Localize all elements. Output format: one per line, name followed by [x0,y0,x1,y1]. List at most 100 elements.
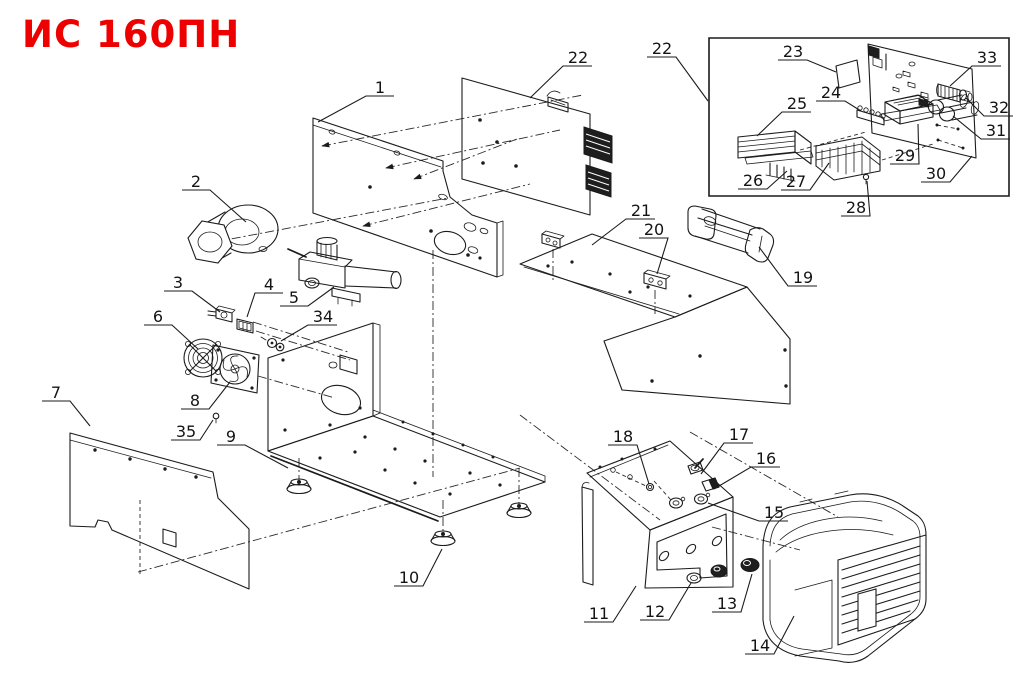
label-23: 23 [778,42,836,72]
svg-text:33: 33 [977,48,997,67]
part-19-handle [688,206,774,262]
svg-text:15: 15 [764,503,784,522]
svg-text:35: 35 [176,422,196,441]
label-22-inset: 22 [647,39,708,101]
svg-text:21: 21 [631,201,651,220]
part-1-inner-panel [313,118,503,277]
part-3-switch [208,306,235,322]
part-7-side-cover [70,433,249,589]
label-1: 1 [318,78,394,122]
svg-text:14: 14 [750,636,770,655]
svg-text:22: 22 [652,39,672,58]
label-6: 6 [144,307,198,349]
svg-text:10: 10 [399,568,419,587]
part-27-heatsink [816,137,880,180]
svg-text:2: 2 [191,172,201,191]
label-15: 15 [708,503,788,522]
label-12: 12 [640,583,691,621]
label-25: 25 [757,94,811,136]
part-28-screw [863,174,868,184]
label-29: 29 [890,124,919,165]
part-34-clip [261,337,284,351]
label-9: 9 [217,427,288,468]
svg-text:26: 26 [743,171,763,190]
label-11: 11 [584,586,636,623]
svg-text:12: 12 [645,602,665,621]
svg-text:24: 24 [821,83,841,102]
label-30: 30 [921,156,972,183]
part-14-front-bezel [763,491,926,662]
label-8: 8 [181,382,230,410]
part-2-duct-flange [188,205,278,263]
svg-text:22: 22 [568,48,588,67]
label-34: 34 [281,307,337,341]
part-10-foot [431,531,455,546]
svg-text:5: 5 [289,288,299,307]
label-22-main: 22 [530,48,592,98]
label-14: 14 [745,616,794,655]
svg-text:27: 27 [786,172,806,191]
label-20: 20 [639,220,668,274]
part-31-capacitors [929,94,981,121]
svg-text:31: 31 [986,121,1006,140]
svg-text:13: 13 [717,594,737,613]
label-21: 21 [592,201,655,245]
svg-text:29: 29 [895,146,915,165]
label-10: 10 [394,549,442,587]
svg-text:11: 11 [589,604,609,623]
part-8-fan [211,345,259,393]
part-17-toggle-switch [688,459,703,474]
part-13-output-connectors [711,559,759,578]
svg-text:8: 8 [190,391,200,410]
part-15-panel-connectors [670,493,710,508]
svg-text:4: 4 [264,275,274,294]
part-25-heatsink [738,131,813,164]
label-33: 33 [950,48,1001,86]
part-33-inductor [937,84,961,102]
part-6-fan-guard [184,339,222,377]
label-13: 13 [712,574,752,613]
part-11-front-panel [582,441,733,588]
part-21-top-cover [520,234,790,404]
label-28: 28 [841,181,870,217]
part-35-screw [213,413,219,423]
part-22-main-pcb [462,78,612,215]
svg-text:1: 1 [375,78,385,97]
bezel-louvers [842,546,920,633]
label-32: 32 [966,98,1013,117]
part-18-indicator-led [611,468,654,491]
foot [507,503,531,518]
inset-detail-box [709,38,1009,196]
part-32-component [960,90,973,102]
label-17: 17 [701,425,753,474]
label-18: 18 [608,427,649,484]
label-27: 27 [781,163,829,191]
svg-text:6: 6 [153,307,163,326]
part-20-brackets [542,231,670,289]
part-9-foot [287,479,311,494]
svg-text:3: 3 [173,273,183,292]
part-16-switch [702,478,719,491]
svg-text:34: 34 [313,307,333,326]
chassis-base-plate [268,410,545,521]
part-12-grommet [687,573,701,583]
part-29-module [881,95,940,124]
part-4-terminal-block [237,319,253,333]
svg-text:32: 32 [989,98,1009,117]
part-5-gas-valve [288,238,401,307]
label-2: 2 [182,172,246,222]
part-23-component [836,60,860,88]
label-7: 7 [42,383,90,426]
label-26: 26 [738,171,787,190]
svg-text:28: 28 [846,198,866,217]
svg-text:7: 7 [51,383,61,402]
svg-text:25: 25 [787,94,807,113]
label-24: 24 [816,83,861,111]
svg-text:23: 23 [783,42,803,61]
page-title: ИС 160ПН [22,13,240,56]
label-16: 16 [714,449,780,489]
label-4: 4 [247,275,283,317]
label-19: 19 [759,247,817,287]
label-3: 3 [164,273,220,312]
